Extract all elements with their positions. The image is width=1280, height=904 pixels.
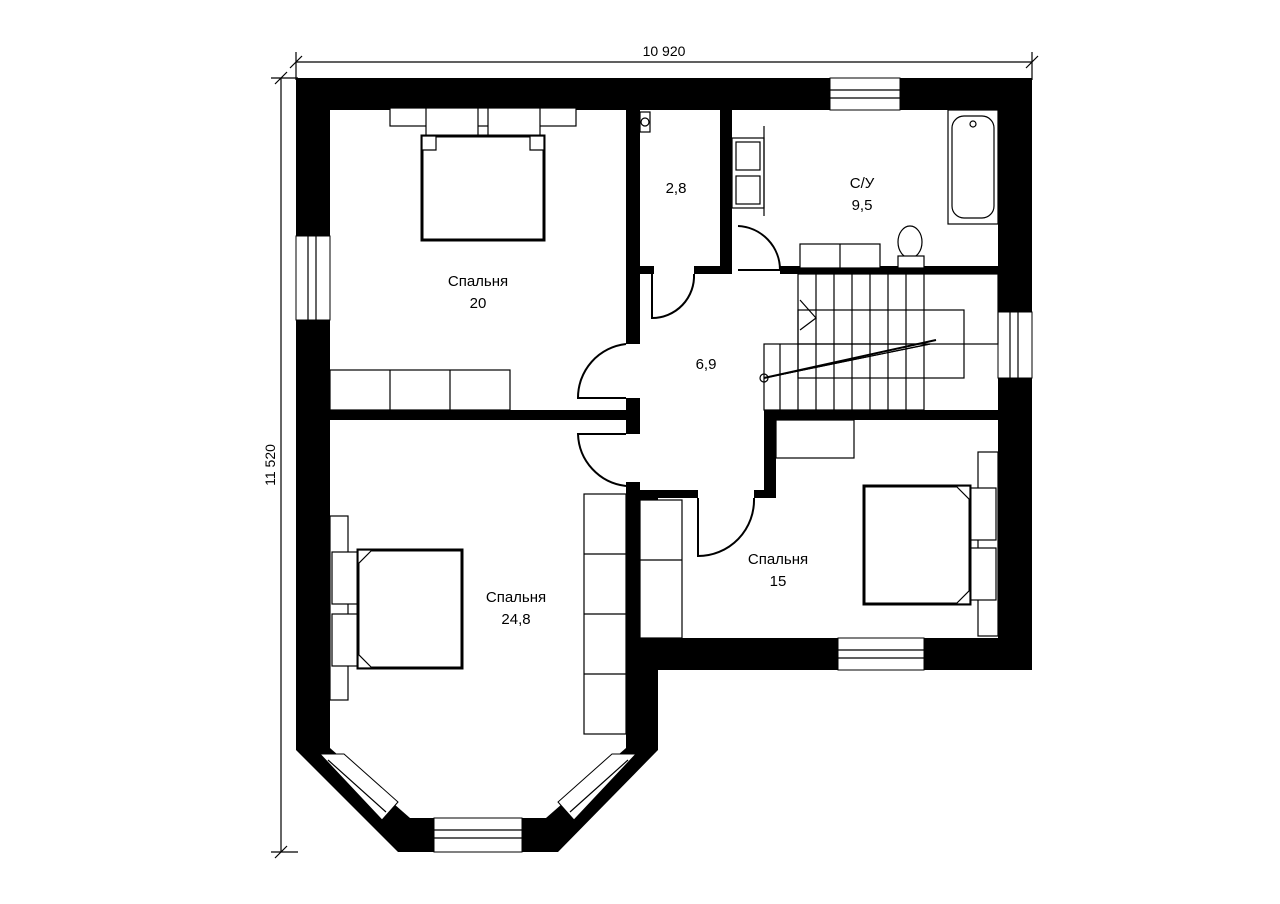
windows [295,77,1033,853]
window-left [295,235,331,321]
bed-right [862,451,999,637]
room-label-bedroom-top-left: Спальня 20 [448,273,508,312]
window-bay-left [318,753,399,821]
closet-fixture [639,111,651,133]
wardrobe-top-left [329,369,511,411]
window-bottom-right [837,637,925,671]
dresser-right [775,419,855,459]
dimension-width: 10 920 [289,43,1039,80]
window-bay-bottom [433,817,523,853]
room-label-bathroom: С/У 9,5 [850,175,875,214]
room-label-bedroom-right: Спальня 15 [748,551,808,590]
room-name: Спальня [486,589,546,606]
dimension-height-label: 11 520 [262,444,278,486]
bathroom-counter [799,243,881,269]
wardrobe-right [639,499,683,639]
bathtub [947,109,999,225]
staircase [759,273,999,411]
dimension-height: 11 520 [262,71,298,859]
room-area: 9,5 [852,197,873,214]
room-name: Спальня [748,551,808,568]
toilet [897,225,925,269]
exterior-walls [296,78,1032,852]
room-label-bedroom-bottom-left: Спальня 24,8 [486,589,546,628]
room-label-closet: 2,8 [666,180,687,197]
room-area: 24,8 [501,611,530,628]
bed-bottom-left [329,515,464,701]
dimension-width-label: 10 920 [643,43,686,59]
window-right [997,311,1033,379]
sinks [731,126,765,216]
window-bay-right [557,753,638,821]
room-name: Спальня [448,273,508,290]
interior-walls [330,108,1000,642]
room-label-hall: 6,9 [696,356,717,373]
doors [576,225,782,558]
room-area: 15 [770,573,787,590]
bed-top-left [389,107,577,242]
window-top [829,77,901,111]
room-name: С/У [850,175,875,192]
wardrobe-bottom-left [583,493,627,735]
room-area: 20 [470,295,487,312]
room-area: 2,8 [666,180,687,197]
room-area: 6,9 [696,356,717,373]
